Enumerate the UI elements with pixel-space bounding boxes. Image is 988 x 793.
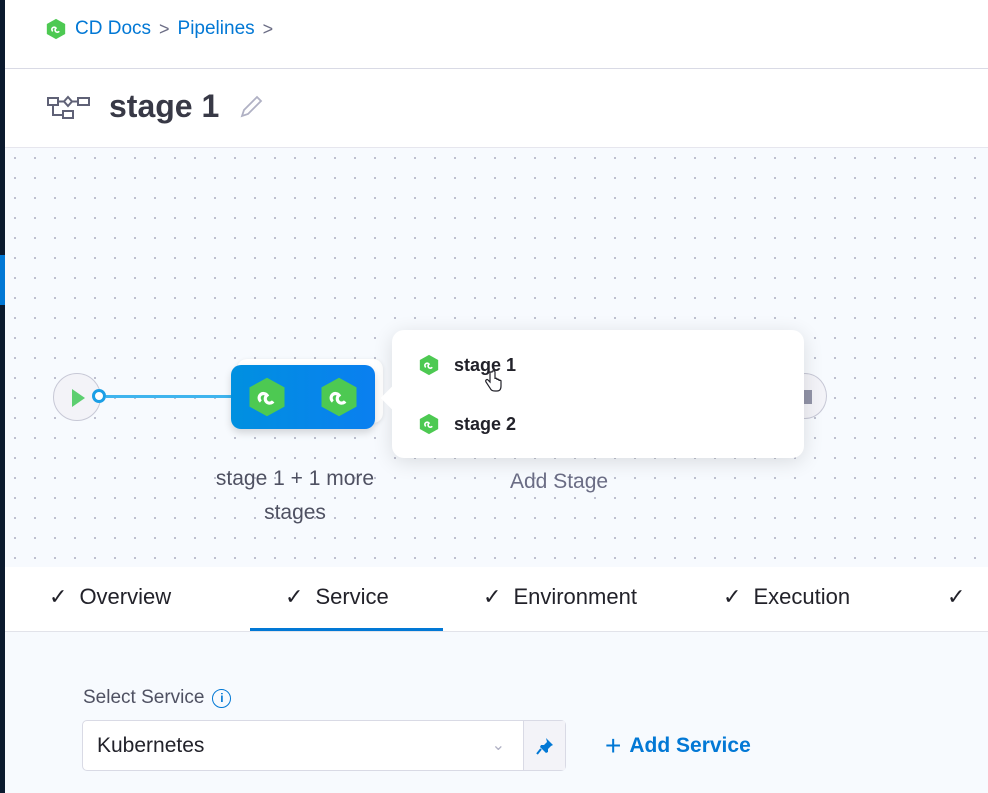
pin-icon[interactable] [523,721,565,770]
check-icon: ✓ [285,584,304,609]
breadcrumb-separator: > [262,18,274,39]
cd-stage-icon [246,376,288,418]
cd-stage-icon [318,376,360,418]
stage-group-label: stage 1 + 1 more stages [215,467,375,524]
divider [5,68,988,69]
check-icon: ✓ [723,584,742,609]
tab-advanced-partial[interactable]: ✓ [947,584,965,610]
tab-overview[interactable]: ✓ Overview [49,584,171,610]
add-stage-button[interactable]: Add Stage [510,470,609,493]
stage-group-popover: stage 1 stage 2 [392,330,804,458]
cd-stage-icon [418,413,440,435]
service-form: Select Service i Kubernetes ⌄ + Add Service [5,632,988,793]
left-nav-bar [0,0,5,793]
check-icon: ✓ [483,584,502,609]
check-icon: ✓ [49,584,68,609]
stop-icon [804,390,812,404]
select-service-label: Select Service i [83,687,232,709]
breadcrumb-separator: > [159,18,170,39]
tab-service[interactable]: ✓ Service [285,584,389,610]
tab-label: Execution [753,584,851,609]
cd-stage-icon [418,354,440,376]
breadcrumb-pipelines[interactable]: Pipelines [177,18,255,39]
tab-label: Service [315,584,389,609]
plus-icon: + [605,730,622,761]
pipeline-link [106,395,236,398]
tab-label: Overview [79,584,172,609]
add-service-label: Add Service [629,734,751,757]
service-select[interactable]: Kubernetes ⌄ [82,720,566,771]
hand-cursor-icon [485,370,502,392]
tab-environment[interactable]: ✓ Environment [483,584,637,610]
popover-item-label: stage 2 [454,414,517,434]
page-title: stage 1 [109,88,220,124]
active-tab-underline [250,628,443,631]
node-port [92,389,106,403]
breadcrumb-cd-docs[interactable]: CD Docs [75,18,152,39]
service-select-value: Kubernetes [97,734,205,757]
pipeline-stages-icon [47,94,90,119]
stage-group-node[interactable] [231,365,375,429]
stage-tabs: ✓ Overview ✓ Service ✓ Environment ✓ Executi… [5,568,988,632]
chevron-down-icon[interactable]: ⌄ [491,737,505,754]
info-icon[interactable]: i [212,688,232,708]
popover-item-label: stage 1 [454,355,517,375]
page-header: stage 1 [47,88,265,125]
main-area: CD Docs > Pipelines > stage 1 stage 1 + … [5,0,988,793]
left-nav-selected-indicator [0,255,5,305]
pipeline-canvas[interactable]: stage 1 + 1 more stages Add Stage stage … [5,147,988,567]
add-service-button[interactable]: + Add Service [605,730,751,762]
popover-item-stage-2[interactable]: stage 2 [418,413,516,435]
label-text: Select Service [83,687,205,708]
play-icon [72,389,85,407]
tab-label: Environment [513,584,637,609]
breadcrumb: CD Docs > Pipelines > [45,18,273,40]
check-icon: ✓ [947,584,966,609]
cd-module-icon [45,18,67,40]
pencil-icon[interactable] [237,93,265,121]
popover-item-stage-1[interactable]: stage 1 [418,354,516,376]
tab-execution[interactable]: ✓ Execution [723,584,850,610]
